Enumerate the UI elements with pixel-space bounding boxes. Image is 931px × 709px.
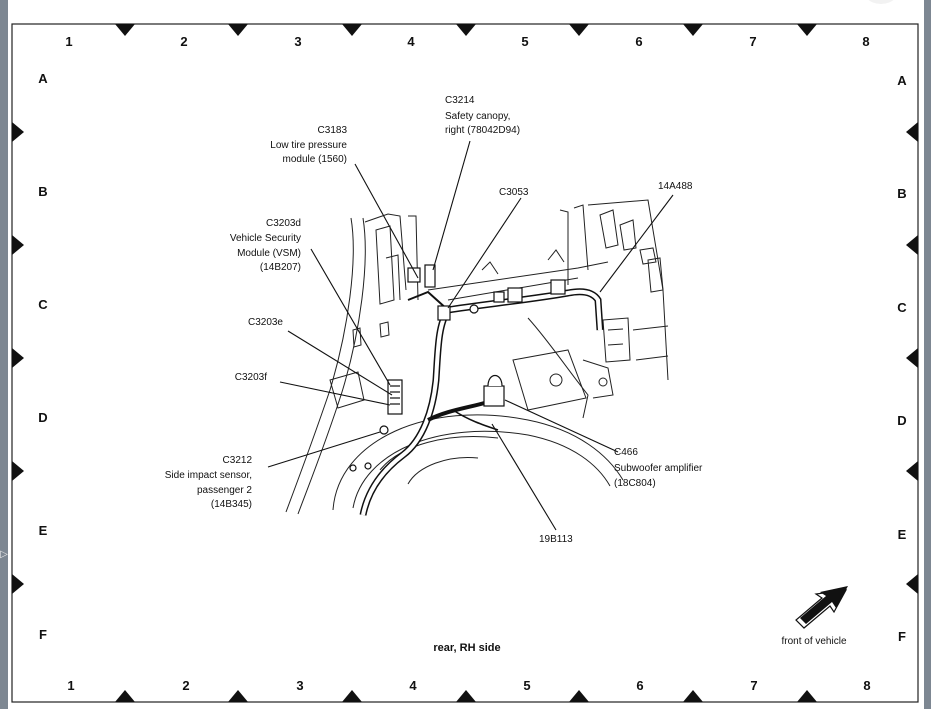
callout-c3214: C3214 Safety canopy, right (78042D94) xyxy=(445,95,520,136)
callout-desc: (18C804) xyxy=(614,478,656,489)
callout-id: C3203f xyxy=(235,372,267,383)
callout-desc: Side impact sensor, xyxy=(165,470,252,481)
grid-col-label: 6 xyxy=(636,678,643,693)
grid-col-label: 1 xyxy=(65,34,72,49)
grid-col-label: 3 xyxy=(294,34,301,49)
zone-markers-bottom xyxy=(115,690,817,702)
grid-col-label: 4 xyxy=(407,34,415,49)
callout-19b113: 19B113 xyxy=(539,534,573,545)
callout-id: C3212 xyxy=(223,455,253,466)
chevron-right-icon[interactable]: ▷ xyxy=(0,549,8,560)
grid-row-label: E xyxy=(898,527,907,542)
callout-desc: Safety canopy, xyxy=(445,111,510,122)
grid-row-label: D xyxy=(38,410,47,425)
grid-col-label: 1 xyxy=(67,678,74,693)
grid-col-label: 4 xyxy=(409,678,417,693)
grid-row-label: F xyxy=(898,629,906,644)
callout-desc: passenger 2 xyxy=(197,485,252,496)
callout-c3203f: C3203f xyxy=(235,372,267,383)
grid-col-label: 8 xyxy=(862,34,869,49)
callout-desc: right (78042D94) xyxy=(445,125,520,136)
zone-markers-left xyxy=(12,122,24,594)
grid-row-label: D xyxy=(897,413,906,428)
front-of-vehicle-label: front of vehicle xyxy=(781,636,846,647)
grid-row-label: C xyxy=(897,300,907,315)
leader-c3203d xyxy=(310,248,391,386)
view-caption: rear, RH side xyxy=(433,642,500,654)
callout-c3053: C3053 xyxy=(499,187,529,198)
grid-col-label: 8 xyxy=(863,678,870,693)
leader-c3203e xyxy=(287,330,393,396)
grid-row-labels-right: A B C D E F xyxy=(897,73,907,644)
leader-c3203f xyxy=(279,381,391,406)
grid-col-label: 5 xyxy=(523,678,530,693)
zone-markers-right xyxy=(906,122,918,594)
leader-lines xyxy=(267,140,674,531)
callout-id: C3183 xyxy=(318,125,348,136)
callout-14a488: 14A488 xyxy=(658,181,693,192)
callout-c3203e: C3203e xyxy=(248,317,283,328)
c3212-connector xyxy=(379,425,389,435)
callout-desc: Module (VSM) xyxy=(237,248,301,259)
callout-desc: module (1560) xyxy=(283,154,347,165)
vehicle-body-artwork xyxy=(285,199,669,515)
callout-id: C3203d xyxy=(266,218,301,229)
callout-id: C3203e xyxy=(248,317,283,328)
callout-c3203d: C3203d Vehicle Security Module (VSM) (14… xyxy=(230,218,301,273)
callout-c466: C466 Subwoofer amplifier (18C804) xyxy=(614,447,703,489)
callout-c3183: C3183 Low tire pressure module (1560) xyxy=(270,125,347,165)
callout-desc: Vehicle Security xyxy=(230,233,301,244)
leader-c3183 xyxy=(354,163,419,279)
callout-id: C3214 xyxy=(445,95,475,106)
front-of-vehicle-arrow-icon xyxy=(795,586,848,629)
leader-14a488 xyxy=(599,194,674,293)
callout-desc: Subwoofer amplifier xyxy=(614,463,703,474)
grid-col-label: 2 xyxy=(180,34,187,49)
callout-id: C466 xyxy=(614,447,638,458)
callout-id: C3053 xyxy=(499,187,529,198)
leader-c3053 xyxy=(447,197,522,309)
grid-column-labels-top: 1 2 3 4 5 6 7 8 xyxy=(65,34,869,49)
callout-id: 19B113 xyxy=(539,534,573,545)
wiring-diagram: 1 2 3 4 5 6 7 8 1 2 3 4 5 6 7 8 A B C D … xyxy=(11,23,919,703)
grid-row-label: A xyxy=(897,73,907,88)
grid-row-labels-left: A B C D E F xyxy=(38,71,48,642)
grid-row-label: B xyxy=(897,186,906,201)
grid-row-label: A xyxy=(38,71,48,86)
grid-row-label: B xyxy=(38,184,47,199)
callout-c3212: C3212 Side impact sensor, passenger 2 (1… xyxy=(165,455,253,510)
c466-connector xyxy=(483,385,505,407)
zone-markers-top xyxy=(115,24,817,36)
corner-tab[interactable] xyxy=(859,0,903,4)
callout-desc: Low tire pressure xyxy=(270,140,347,151)
callout-id: 14A488 xyxy=(658,181,693,192)
vsm-module-connector xyxy=(387,379,403,415)
leader-c466 xyxy=(504,399,619,453)
callout-desc: (14B345) xyxy=(211,499,252,510)
callout-desc: (14B207) xyxy=(260,262,301,273)
diagram-sheet: 1 2 3 4 5 6 7 8 1 2 3 4 5 6 7 8 A B C D … xyxy=(8,0,924,709)
connectors xyxy=(349,264,566,472)
leader-c3212 xyxy=(267,431,381,468)
grid-row-label: F xyxy=(39,627,47,642)
grid-col-label: 7 xyxy=(749,34,756,49)
grid-row-label: C xyxy=(38,297,48,312)
grid-col-label: 3 xyxy=(296,678,303,693)
leader-c3214 xyxy=(432,140,471,271)
grid-col-label: 2 xyxy=(182,678,189,693)
leader-19b113 xyxy=(491,423,557,531)
grid-col-label: 7 xyxy=(750,678,757,693)
grid-row-label: E xyxy=(39,523,48,538)
grid-col-label: 5 xyxy=(521,34,528,49)
grid-column-labels-bottom: 1 2 3 4 5 6 7 8 xyxy=(67,678,870,693)
grid-col-label: 6 xyxy=(635,34,642,49)
